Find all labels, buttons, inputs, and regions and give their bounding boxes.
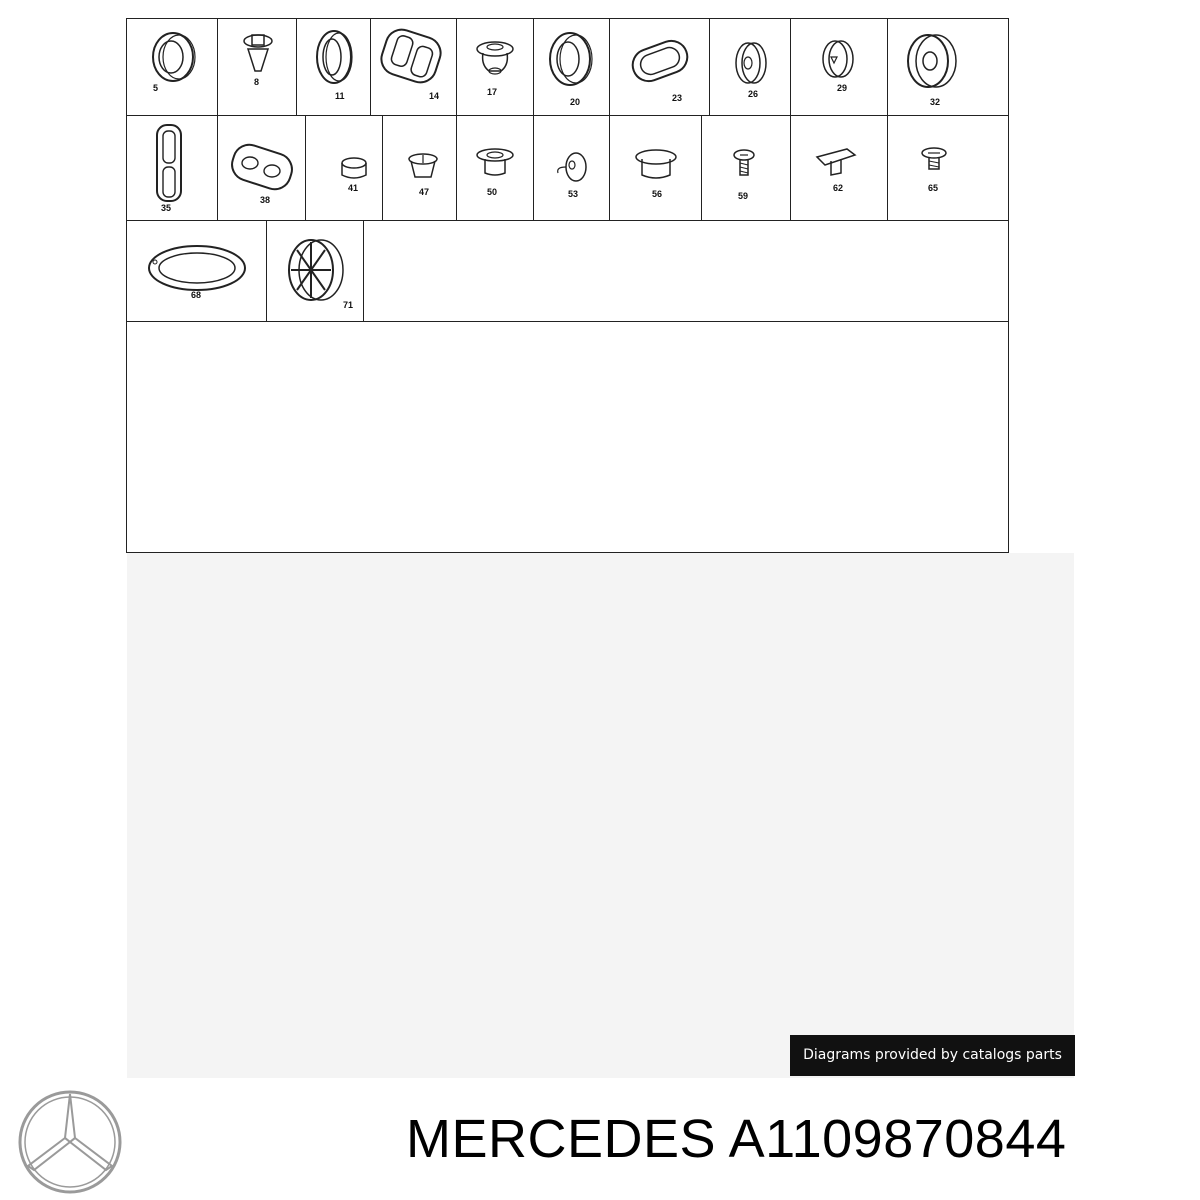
callout-number: 35 [161,203,172,213]
long-slot-grommet-icon [156,124,182,202]
part-cell-11[interactable]: 11 [297,19,371,115]
speed-nut-clip-icon [815,148,857,176]
double-grommet-icon [231,143,293,191]
part-cell-32[interactable]: 32 [888,19,1008,115]
twin-hole-grommet-icon [380,28,442,84]
callout-number: 32 [930,97,941,107]
callout-number: 41 [348,183,359,193]
callout-number: 11 [335,91,345,101]
push-clip-icon [243,34,273,72]
part-cell-20[interactable]: 20 [534,19,610,115]
hub-grommet-icon [907,34,957,88]
part-cell-17[interactable]: 17 [457,19,534,115]
callout-number: 17 [487,87,498,97]
credit-banner: Diagrams provided by catalogs parts [790,1035,1075,1076]
callout-number: 59 [738,191,749,201]
diagram-background [127,553,1074,1078]
part-cell-35[interactable]: 35 [127,115,218,220]
callout-number: 14 [429,91,440,101]
part-cell-38[interactable]: 38 [218,115,306,220]
callout-number: 53 [568,189,579,199]
callout-number: 62 [833,183,844,193]
callout-number: 50 [487,187,498,197]
callout-number: 65 [928,183,939,193]
callout-number: 47 [419,187,430,197]
callout-number: 56 [652,189,663,199]
oval-grommet-icon [316,30,353,84]
part-cell-8[interactable]: 8 [218,19,297,115]
grommet-ring-icon [152,32,196,82]
bolt-icon [921,147,947,170]
plug-grommet-icon [476,41,514,75]
callout-number: 23 [672,93,683,103]
part-cell-41[interactable]: 41 [306,115,383,220]
cup-grommet-icon [635,149,677,179]
part-cell-65[interactable]: 65 [888,115,1008,220]
callout-number: 8 [254,77,260,87]
product-title: MERCEDES A1109870844 [406,1109,1067,1169]
diagram-row-1: 5 8 11 14 17 20 23 26 [127,19,1008,116]
part-cell-5[interactable]: 5 [127,19,218,115]
part-cell-53[interactable]: 53 [534,115,610,220]
part-cell-47[interactable]: 47 [383,115,457,220]
part-cell-23[interactable]: 23 [610,19,710,115]
callout-number: 26 [748,89,759,99]
part-cell-50[interactable]: 50 [457,115,534,220]
diagram-row-2: 35 38 41 47 50 53 56 59 [127,115,1008,221]
callout-number: 71 [343,300,354,310]
part-cell-62[interactable]: 62 [791,115,888,220]
callout-number: 68 [191,290,202,300]
dome-plug-icon [557,152,587,182]
callout-number: 20 [570,97,581,107]
sealing-ring-icon [148,245,246,291]
part-cell-71[interactable]: 71 [267,220,364,321]
part-cell-14[interactable]: 14 [371,19,457,115]
callout-number: 29 [837,83,848,93]
diagram-row-3: 68 71 [127,220,1008,322]
part-cell-59[interactable]: 59 [702,115,791,220]
oblong-grommet-icon [631,39,689,83]
part-cell-26[interactable]: 26 [710,19,791,115]
large-grommet-ring-icon [549,32,593,86]
callout-number: 38 [260,195,271,205]
flanged-bushing-icon [476,148,514,176]
triangle-hole-grommet-icon [822,40,854,78]
spoked-cover-icon [288,239,344,301]
part-cell-68[interactable]: 68 [127,220,267,321]
part-cell-29[interactable]: 29 [791,19,888,115]
screw-icon [733,149,755,176]
mercedes-star-logo-icon [18,1090,122,1194]
parts-diagram: 5 8 11 14 17 20 23 26 [126,18,1009,553]
part-cell-56[interactable]: 56 [610,115,702,220]
expansion-plug-icon [408,153,438,178]
callout-number: 5 [153,83,159,93]
cap-plug-icon [341,157,367,179]
stepped-grommet-icon [735,42,767,84]
